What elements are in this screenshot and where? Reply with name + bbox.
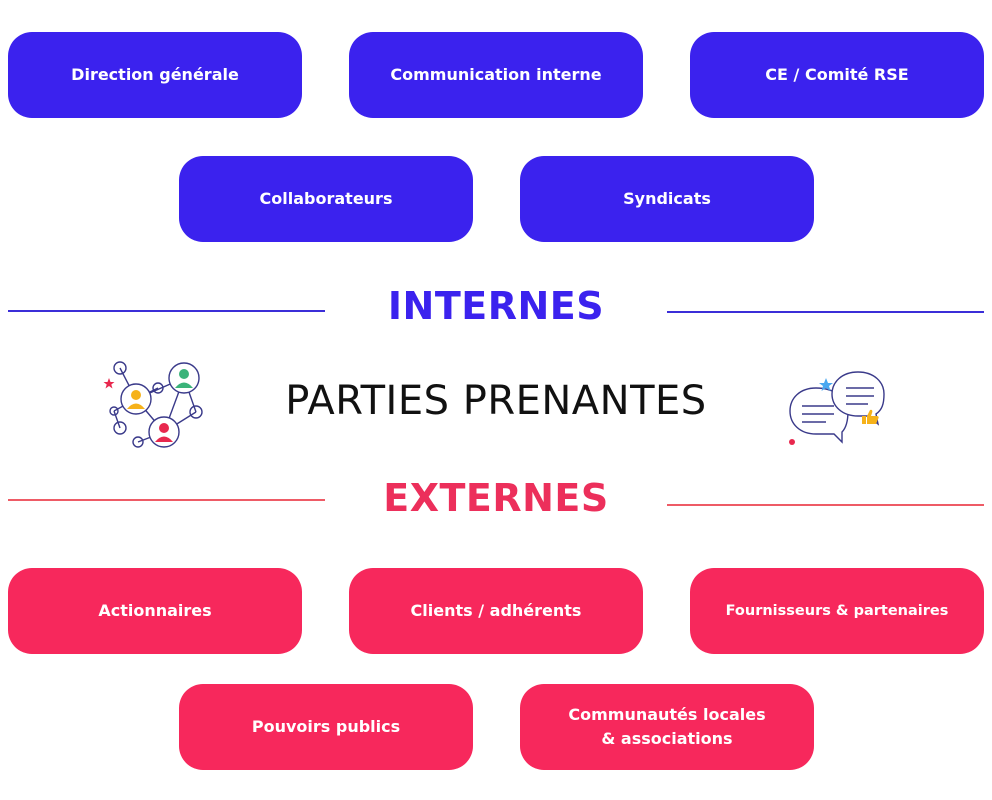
people-network-icon [100,358,210,452]
internal-heading: INTERNES [387,284,605,328]
external-stakeholder-actionnaires: Actionnaires [8,568,302,654]
external-divider-left [8,499,325,501]
external-divider-right [667,504,984,506]
internal-stakeholder-collaborateurs: Collaborateurs [179,156,473,242]
external-stakeholder-fournisseurs-partenaires: Fournisseurs & partenaires [690,568,984,654]
external-stakeholder-pouvoirs-publics: Pouvoirs publics [179,684,473,770]
chat-bubbles-icon [782,366,892,450]
internal-stakeholder-direction-generale: Direction générale [8,32,302,118]
internal-stakeholder-syndicats: Syndicats [520,156,814,242]
external-stakeholder-communautes-locales: Communautés locales & associations [520,684,814,770]
internal-stakeholder-communication-interne: Communication interne [349,32,643,118]
internal-divider-right [667,311,984,313]
center-title: PARTIES PRENANTES [285,378,707,424]
external-heading: EXTERNES [383,476,609,520]
internal-stakeholder-ce-comite-rse: CE / Comité RSE [690,32,984,118]
external-stakeholder-clients-adherents: Clients / adhérents [349,568,643,654]
internal-divider-left [8,310,325,312]
